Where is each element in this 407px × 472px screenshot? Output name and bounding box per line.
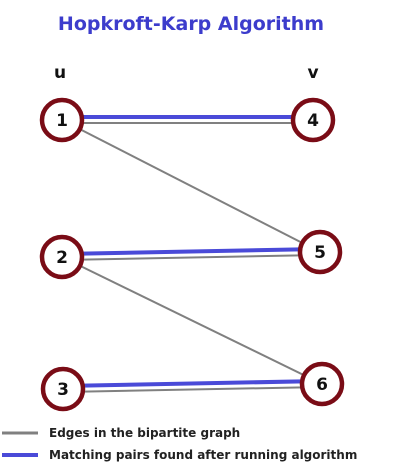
matching-layer [61,115,323,388]
matching-edge-3-6 [62,379,323,388]
node-1: 1 [39,97,85,143]
edge-1-5 [61,119,321,253]
node-label: 2 [56,248,68,268]
node-label: 6 [316,375,328,395]
legend-matching-label: Matching pairs found after running algor… [49,448,357,462]
legend: Edges in the bipartite graph Matching pa… [2,426,357,462]
node-4: 4 [290,97,336,143]
node-6: 6 [299,361,345,407]
edge-2-6 [61,256,323,385]
node-5: 5 [297,229,343,275]
edge-2-5 [61,254,321,261]
node-circle [297,229,343,275]
node-circle [40,366,86,412]
node-label: 3 [57,380,69,400]
node-label: 1 [56,111,68,131]
node-circle [290,97,336,143]
edges-layer [61,119,323,393]
diagram-title: Hopkroft-Karp Algorithm [58,13,324,35]
node-2: 2 [39,234,85,280]
node-circle [39,234,85,280]
left-side-label: u [54,63,66,83]
node-label: 4 [307,111,319,131]
nodes-layer: 1 2 3 4 5 6 [39,97,345,412]
node-circle [299,361,345,407]
matching-edge-2-5 [61,247,321,256]
node-label: 5 [314,243,326,263]
right-side-label: v [307,63,318,83]
node-circle [39,97,85,143]
node-3: 3 [40,366,86,412]
edge-3-6 [62,386,323,393]
legend-edges-label: Edges in the bipartite graph [49,426,240,440]
